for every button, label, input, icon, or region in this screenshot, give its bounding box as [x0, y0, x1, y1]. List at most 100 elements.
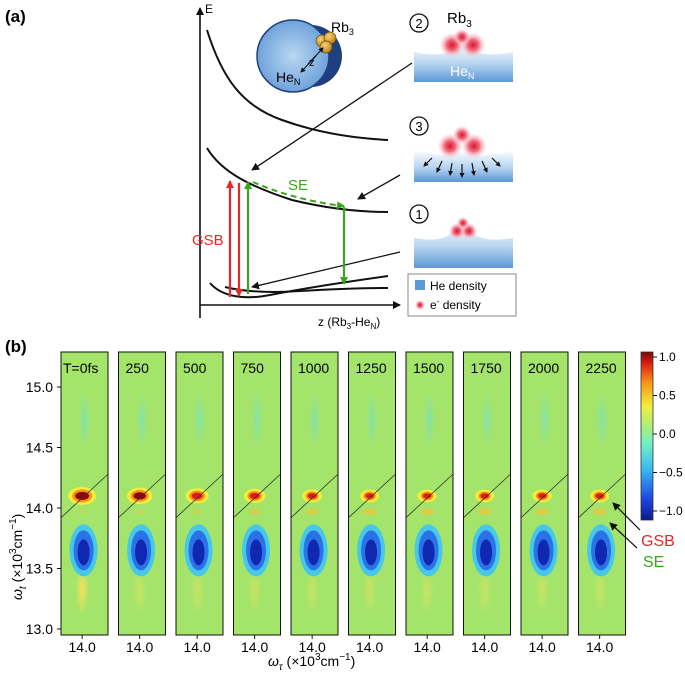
legend-e-swatch: [415, 300, 425, 310]
colorbar-tick-label: −1.0: [659, 504, 683, 518]
colorbar-tick-label: −0.5: [659, 466, 683, 480]
gsb-peak-core: [191, 492, 203, 500]
delay-label: 750: [241, 360, 265, 376]
y-tick-label: 13.5: [26, 561, 53, 577]
spectrum-streak: [251, 390, 263, 450]
step-1-number: 1: [415, 207, 422, 222]
se-peak: [135, 509, 145, 514]
negative-blob-core: [77, 539, 90, 566]
step-1-e-density-3: [457, 217, 469, 229]
se-peak: [592, 508, 607, 516]
spectrum-streak: [136, 390, 148, 450]
spectrum-streak-warm: [592, 565, 607, 615]
legend-he-swatch: [415, 280, 425, 290]
droplet-cluster-label: Rb3: [331, 19, 354, 37]
gsb-peak-core: [595, 493, 604, 499]
y-tick-label: 14.0: [26, 500, 53, 516]
diagonal-line: [463, 473, 511, 518]
y-axis-label: ωt (×103cm−1): [8, 514, 29, 600]
step-2-number: 2: [415, 16, 422, 31]
excited-potential-curve: [206, 147, 389, 213]
panel-a: (a) E z (Rb3-HeN) GSB SE z Rb3: [5, 2, 517, 331]
x-tick-label: 14.0: [241, 639, 268, 655]
y-tick-label: 14.5: [26, 440, 53, 456]
step-3-e-density-3: [453, 126, 471, 144]
coordinate-axis-label: z (Rb3-HeN): [318, 315, 380, 331]
spectrum-frame: [348, 351, 396, 636]
spectrum-streak: [308, 390, 321, 450]
spectrum-frame: [578, 351, 626, 636]
negative-blob-core: [365, 539, 378, 566]
diagonal-line: [578, 473, 626, 518]
diagonal-line: [406, 473, 453, 518]
legend-e-label: e- density: [430, 297, 481, 312]
se-peak: [305, 508, 319, 515]
spectrum-streak: [193, 390, 206, 450]
x-tick-label: 14.0: [586, 639, 613, 655]
colorbar-tick-label: 1.0: [659, 350, 676, 364]
spectrum-streak-warm: [247, 565, 262, 615]
delay-label: 1500: [413, 360, 444, 376]
diagonal-line: [118, 473, 166, 518]
spectrum-frame: [60, 351, 109, 636]
negative-blob-core: [192, 539, 205, 566]
diagonal-line: [348, 473, 396, 518]
gsb-peak-core: [537, 493, 547, 499]
gsb-peak-core: [307, 493, 317, 499]
legend-box: [407, 273, 517, 317]
gsb-peak-core: [75, 491, 90, 500]
spectrum-frame: [463, 351, 511, 636]
colorbar-ticks: 1.00.50.0−0.5−1.0: [653, 350, 683, 518]
step-3-circle: [409, 116, 429, 136]
step-3-force-arrows: [423, 157, 501, 178]
spectrum-frame: [520, 351, 569, 636]
step-2-e-density-3: [454, 29, 470, 45]
colorbar-tick-label: 0.0: [659, 427, 676, 441]
step-2-circle: [409, 13, 429, 33]
colorbar: [640, 351, 654, 521]
legend: He density e- density: [407, 273, 517, 317]
se-pointer-arrow: [609, 522, 638, 549]
se-peak: [77, 509, 87, 514]
step-2-he-label: HeN: [450, 63, 474, 81]
gsb-label-a: GSB: [192, 232, 224, 249]
step-1-circle: [409, 204, 429, 224]
2d-spectra-series: T=0fs14.025014.050014.075014.0100014.012…: [60, 351, 626, 655]
negative-blob-core: [537, 539, 550, 566]
se-relaxation-arrow: [252, 181, 345, 210]
spectrum-frame: [290, 351, 339, 636]
spectrum-frame: [118, 351, 166, 636]
y-axis: 15.014.514.013.513.0: [26, 379, 61, 637]
gsb-peak-core: [365, 493, 374, 499]
step3-pointer-arrow: [357, 174, 401, 200]
z-arrow-back: [300, 55, 317, 73]
legend-he-label: He density: [430, 279, 487, 293]
step-3-number: 3: [415, 119, 422, 134]
spectrum-streak-warm: [420, 565, 435, 615]
negative-blob-core: [250, 539, 263, 566]
droplet-label: HeN: [276, 69, 300, 87]
diagonal-line: [291, 473, 338, 518]
spectrum-frame: [233, 351, 281, 636]
ground-potential-curve-b: [224, 286, 389, 293]
panel-b: (b) 15.014.514.013.513.0 ωt (×103cm−1) T…: [5, 337, 683, 673]
spectrum-streak-warm: [305, 565, 320, 615]
delay-label: 2000: [528, 360, 559, 376]
negative-blob-core: [480, 539, 493, 566]
diagonal-line: [61, 473, 108, 518]
gsb-peak-core: [249, 492, 260, 499]
spectrum-streak-warm: [362, 565, 377, 615]
gsb-peak-core: [422, 493, 432, 499]
y-tick-label: 15.0: [26, 379, 53, 395]
spectrum-streak: [538, 390, 551, 450]
step-2-illustration: 2 Rb3 HeN: [409, 10, 513, 82]
delay-label: 500: [183, 360, 207, 376]
step-3-he-density: [414, 150, 513, 182]
